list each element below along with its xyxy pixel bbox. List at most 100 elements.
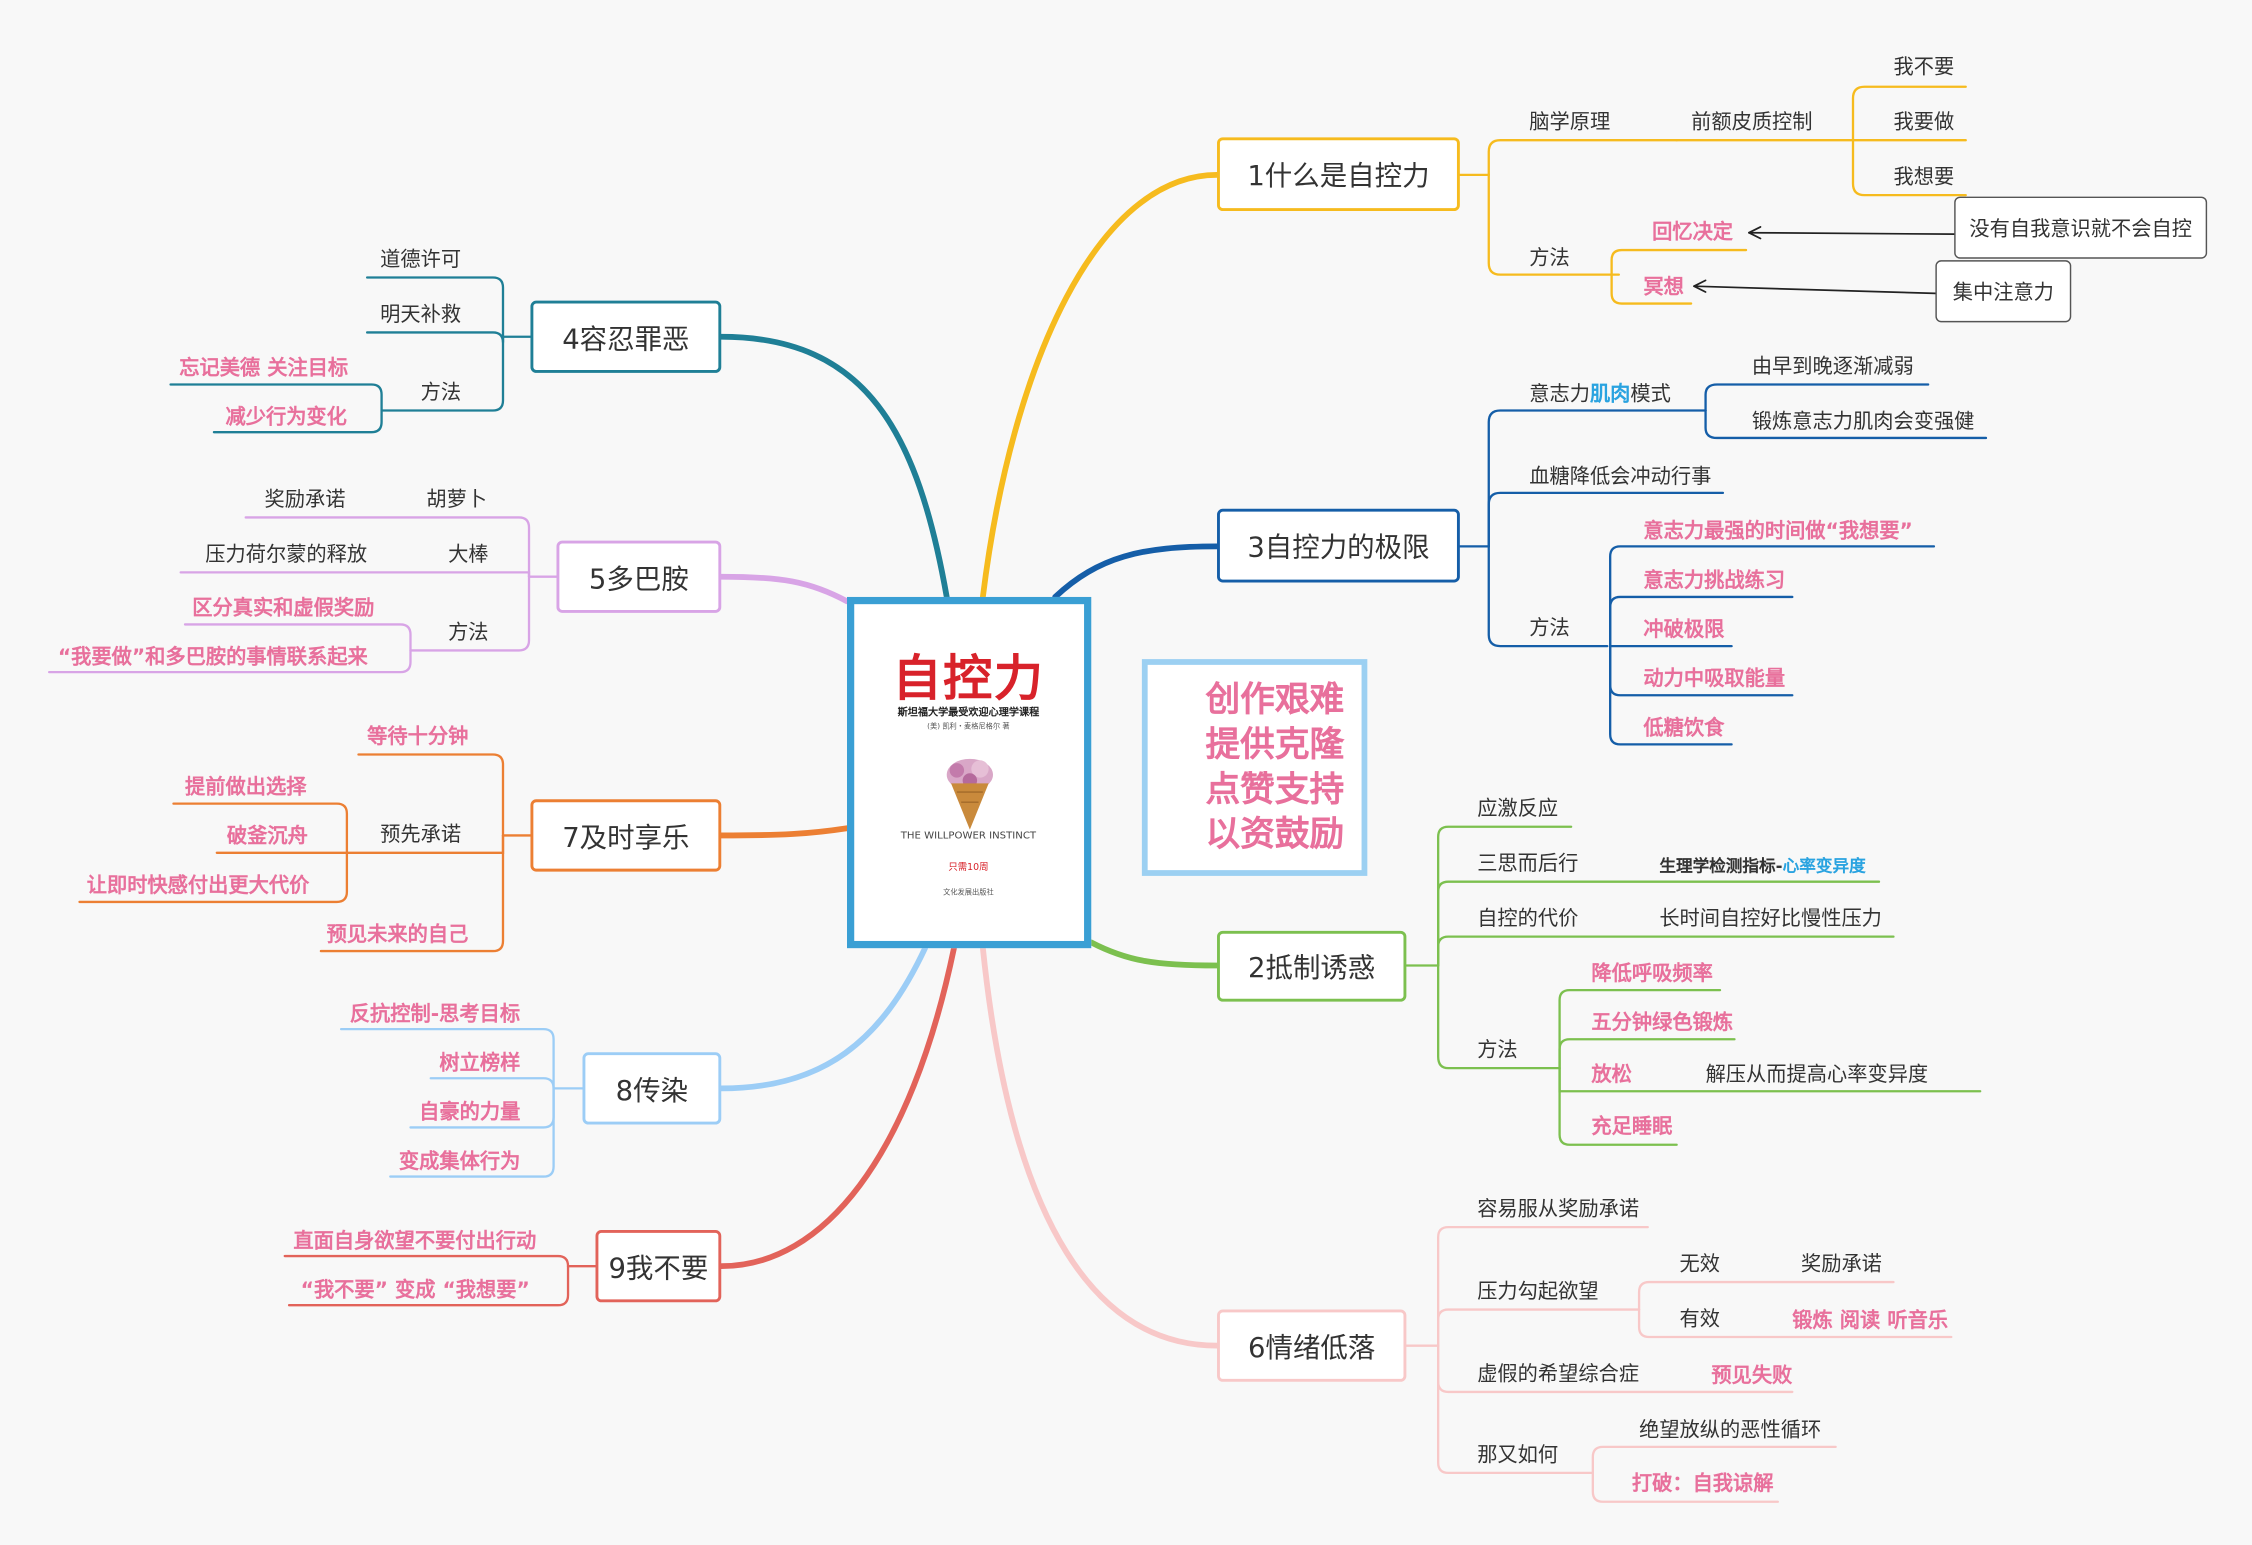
- leaf-reward-promise[interactable]: 奖励承诺: [264, 488, 346, 512]
- promo-line: 点赞支持: [1205, 768, 1345, 810]
- connector: [179, 571, 531, 578]
- main-branch-7: [718, 825, 850, 839]
- connector: [1437, 825, 1573, 967]
- leaf-convert-wont[interactable]: “我不要” 变成 “我想要”: [300, 1279, 530, 1303]
- subtopic-carrot[interactable]: 胡萝卜: [426, 488, 488, 512]
- topic-dopamine[interactable]: 5多巴胺: [556, 540, 722, 613]
- topic-low-mood[interactable]: 6情绪低落: [1217, 1309, 1407, 1382]
- subtopic-brain-principle[interactable]: 脑学原理: [1529, 111, 1611, 135]
- subtopic-false-hope[interactable]: 虚假的希望综合症: [1477, 1363, 1640, 1387]
- leaf-reward-promise[interactable]: 奖励承诺: [1800, 1253, 1882, 1277]
- subtopic-method[interactable]: 方法: [420, 381, 462, 405]
- indicator-word: 心率变异度: [1782, 855, 1866, 876]
- connector: [1437, 964, 1560, 1070]
- leaf-vicious-cycle[interactable]: 绝望放纵的恶性循环: [1639, 1419, 1822, 1443]
- topic-limits-of-self-control[interactable]: 3自控力的极限: [1217, 508, 1460, 583]
- topic-i-wont[interactable]: 9我不要: [595, 1230, 722, 1303]
- connector: [1558, 1038, 1736, 1070]
- leaf-valid[interactable]: 有效: [1679, 1308, 1721, 1332]
- leaf-distinguish-rewards[interactable]: 区分真实和虚假奖励: [192, 596, 375, 621]
- subtopic-tomorrow-fix[interactable]: 明天补救: [380, 303, 462, 327]
- leaf-wait-ten-minutes[interactable]: 等待十分钟: [367, 725, 469, 749]
- connector: [244, 516, 531, 578]
- connector: [1487, 491, 1725, 548]
- leaf-weakens-over-day[interactable]: 由早到晚逐渐减弱: [1751, 355, 1914, 379]
- central-topic-book-cover[interactable]: 自控力 斯坦福大学最受欢迎心理学课程 (美) 凯利・麦格尼格尔 著 THE WI…: [847, 596, 1092, 949]
- leaf-resist-control[interactable]: 反抗控制-思考目标: [349, 1003, 521, 1027]
- leaf-stress-hormone[interactable]: 压力荷尔蒙的释放: [205, 543, 368, 567]
- connector: [1610, 273, 1693, 305]
- subtopic-obey-reward[interactable]: 容易服从奖励承诺: [1477, 1198, 1640, 1222]
- subtopic-so-what[interactable]: 那又如何: [1477, 1443, 1559, 1468]
- callout-focus[interactable]: 集中注意力: [1935, 260, 2072, 323]
- connector: [429, 1077, 555, 1090]
- subtopic-prefrontal-control[interactable]: 前额皮质控制: [1691, 111, 1813, 135]
- connector: [283, 1254, 570, 1268]
- leaf-relax-detail[interactable]: 解压从而提高心率变异度: [1705, 1063, 1929, 1087]
- leaf-collective-behavior[interactable]: 变成集体行为: [398, 1150, 521, 1174]
- leaf-green-exercise[interactable]: 五分钟绿色锻炼: [1591, 1011, 1734, 1035]
- subtopic-think-twice[interactable]: 三思而后行: [1477, 852, 1579, 876]
- leaf-invalid[interactable]: 无效: [1679, 1253, 1721, 1277]
- subtopic-stress-response[interactable]: 应激反应: [1477, 797, 1559, 821]
- leaf-burn-boats[interactable]: 破釜沉舟: [226, 825, 308, 849]
- leaf-draw-energy[interactable]: 动力中吸取能量: [1643, 667, 1786, 691]
- leaf-forget-virtue[interactable]: 忘记美德 关注目标: [179, 357, 349, 381]
- topic-resist-temptation[interactable]: 2抵制诱惑: [1217, 930, 1407, 1002]
- leaf-train-muscle[interactable]: 锻炼意志力肌肉会变强健: [1751, 410, 1975, 434]
- connector: [47, 649, 412, 674]
- subtopic-stick[interactable]: 大棒: [448, 543, 489, 567]
- leaf-role-model[interactable]: 树立榜样: [439, 1052, 521, 1076]
- leaf-exercise-read-music[interactable]: 锻炼 阅读 听音乐: [1792, 1309, 1949, 1333]
- leaf-pride-power[interactable]: 自豪的力量: [419, 1101, 521, 1125]
- leaf-link-dopamine[interactable]: “我要做”和多巴胺的事情联系起来: [57, 646, 368, 670]
- subtopic-cost[interactable]: 自控的代价: [1477, 907, 1579, 931]
- callout-self-awareness[interactable]: 没有自我意识就不会自控: [1954, 196, 2208, 259]
- connector: [78, 851, 349, 904]
- subtopic-method[interactable]: 方法: [1477, 1039, 1518, 1063]
- book-author: (美) 凯利・麦格尼格尔 著: [927, 722, 1010, 732]
- subtopic-method[interactable]: 方法: [1529, 617, 1570, 641]
- subtopic-method[interactable]: 方法: [448, 621, 489, 645]
- leaf-face-desire[interactable]: 直面自身欲望不要付出行动: [293, 1230, 537, 1254]
- connector: [339, 1027, 555, 1090]
- connector: [1558, 1066, 1678, 1146]
- leaf-foresee-failure[interactable]: 预见失败: [1711, 1364, 1793, 1388]
- subtopic-low-blood-sugar[interactable]: 血糖降低会冲动行事: [1529, 465, 1712, 489]
- topic-what-is-self-control[interactable]: 1什么是自控力: [1217, 137, 1460, 212]
- leaf-chronic-stress[interactable]: 长时间自控好比慢性压力: [1659, 907, 1882, 931]
- leaf-break-limits[interactable]: 冲破极限: [1643, 618, 1725, 642]
- leaf-strongest-time[interactable]: 意志力最强的时间做“我想要”: [1643, 520, 1913, 544]
- leaf-slow-breathing[interactable]: 降低呼吸频率: [1591, 962, 1713, 986]
- leaf-reduce-change[interactable]: 减少行为变化: [225, 406, 347, 430]
- leaf-hrv-indicator[interactable]: 生理学检测指标-心率变异度: [1659, 853, 1865, 879]
- connector: [1704, 409, 1988, 440]
- leaf-i-want[interactable]: 我想要: [1893, 166, 1955, 190]
- subtopic-precommit[interactable]: 预先承诺: [380, 823, 462, 848]
- subtopic-method[interactable]: 方法: [1529, 247, 1570, 271]
- leaf-recall-decision[interactable]: 回忆决定: [1652, 221, 1734, 245]
- topic-tolerate-sin[interactable]: 4容忍罪恶: [530, 300, 722, 373]
- leaf-i-will[interactable]: 我要做: [1893, 111, 1955, 135]
- leaf-relax[interactable]: 放松: [1591, 1063, 1632, 1087]
- leaf-low-sugar-diet[interactable]: 低糖饮食: [1643, 716, 1725, 741]
- main-branch-1: [979, 172, 1220, 600]
- subtopic-pressure-desire[interactable]: 压力勾起欲望: [1477, 1280, 1599, 1304]
- leaf-meditation[interactable]: 冥想: [1643, 276, 1684, 300]
- leaf-choose-ahead[interactable]: 提前做出选择: [185, 776, 307, 800]
- leaf-self-forgiveness[interactable]: 打破：自我谅解: [1631, 1472, 1774, 1496]
- topic-instant-gratification[interactable]: 7及时享乐: [530, 799, 722, 872]
- book-english-title: THE WILLPOWER INSTINCT: [900, 829, 1037, 842]
- leaf-enough-sleep[interactable]: 充足睡眠: [1591, 1115, 1673, 1139]
- leaf-future-self[interactable]: 预见未来的自己: [326, 923, 469, 947]
- connector: [1851, 85, 1967, 142]
- book-title: 自控力: [892, 650, 1045, 709]
- topic-contagion[interactable]: 8传染: [582, 1052, 722, 1125]
- leaf-challenge-practice[interactable]: 意志力挑战练习: [1643, 569, 1786, 593]
- leaf-raise-cost[interactable]: 让即时快感付出更大代价: [86, 874, 310, 898]
- subtopic-moral-license[interactable]: 道德许可: [380, 248, 462, 272]
- leaf-i-wont[interactable]: 我不要: [1893, 56, 1955, 80]
- subtopic-muscle-model[interactable]: 意志力肌肉模式: [1529, 382, 1671, 408]
- connector: [172, 802, 349, 854]
- connector: [1437, 880, 1881, 967]
